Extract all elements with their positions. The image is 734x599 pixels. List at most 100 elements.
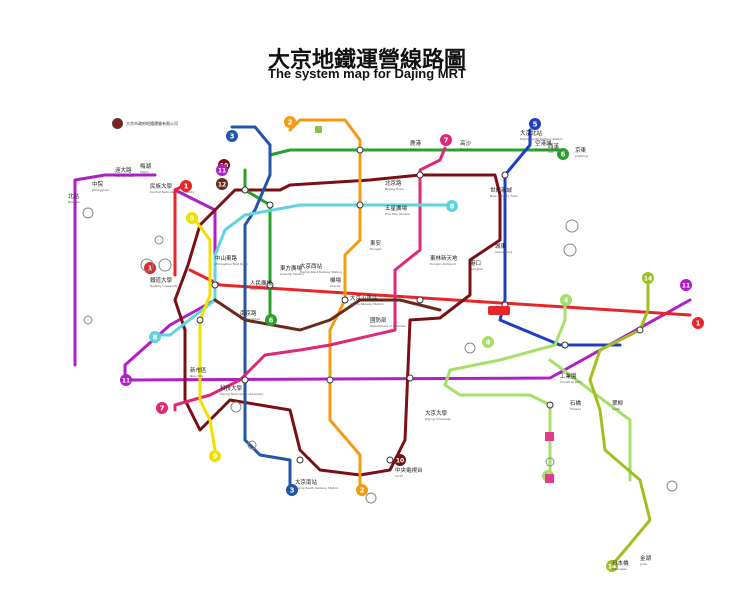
line-14-badge-number: 14 <box>644 276 652 283</box>
station-marker[interactable] <box>356 201 364 209</box>
station-marker[interactable] <box>266 281 274 289</box>
line-8-badge[interactable]: 8 <box>149 331 161 343</box>
line-3-badge[interactable]: 3 <box>226 130 238 142</box>
line-1-badge[interactable]: 1 <box>692 317 704 329</box>
line-1-badge[interactable]: 1 <box>180 180 192 192</box>
line-3-badge[interactable]: 3 <box>286 484 298 496</box>
line-9-badge[interactable]: 9 <box>186 212 198 224</box>
station-marker[interactable] <box>241 376 249 384</box>
station-marker[interactable] <box>341 296 349 304</box>
line-3-route <box>230 125 292 492</box>
station-marker[interactable] <box>561 341 569 349</box>
station-marker[interactable] <box>636 326 644 334</box>
line-5-badge[interactable]: 5 <box>529 118 541 130</box>
line-3-badge-number: 3 <box>290 487 295 495</box>
line-4-badge-number: 4 <box>564 297 569 305</box>
station-marker[interactable] <box>356 146 364 154</box>
line-10-badge[interactable]: 10 <box>394 454 406 466</box>
line-6-badge[interactable]: 6 <box>557 148 569 160</box>
line-12-badge[interactable]: 12 <box>216 178 228 190</box>
line-1-badge-number: 1 <box>696 320 701 328</box>
station-marker[interactable] <box>241 186 249 194</box>
station-marker[interactable] <box>416 296 424 304</box>
station-marker[interactable] <box>546 401 554 409</box>
station-marker[interactable] <box>386 456 394 464</box>
station-marker[interactable] <box>196 316 204 324</box>
station-marker[interactable] <box>326 376 334 384</box>
station-marker[interactable] <box>501 171 509 179</box>
line-11-badge[interactable]: 11 <box>120 374 132 386</box>
line-11-badge[interactable]: 11 <box>680 279 692 291</box>
railway-station-icon <box>545 457 555 467</box>
station-name-en: Dajing West Railway Station <box>300 270 342 274</box>
line-8-badge-number: 8 <box>153 334 158 342</box>
line-2-badge[interactable]: 2 <box>284 116 296 128</box>
line-4-badge[interactable]: 4 <box>560 294 572 306</box>
station-marker[interactable] <box>211 281 219 289</box>
line-7-badge[interactable]: 7 <box>156 402 168 414</box>
station-marker[interactable] <box>416 171 424 179</box>
line-9-badge[interactable]: 9 <box>209 450 221 462</box>
station-marker[interactable] <box>406 374 414 382</box>
line-4-badge[interactable]: 4 <box>482 336 494 348</box>
railway-station-icon <box>365 492 377 504</box>
station-name-en: Zhongyuan <box>92 188 109 192</box>
line-14-badge[interactable]: 14 <box>606 560 618 572</box>
station-name-zh: 東方廣場 <box>280 264 303 272</box>
station-marker[interactable] <box>266 201 274 209</box>
line-7-badge[interactable]: 7 <box>440 134 452 146</box>
station-name-zh: 大京南站 <box>295 478 318 486</box>
line-11-badge[interactable]: 11 <box>216 164 228 176</box>
line-1-badge[interactable]: 1 <box>144 262 156 274</box>
line-6-badge[interactable]: 6 <box>265 314 277 326</box>
station-marker[interactable] <box>296 456 304 464</box>
station-name-zh: 梅湖 <box>140 162 152 170</box>
line-2-badge-number: 2 <box>360 487 365 495</box>
line-2-badge[interactable]: 2 <box>356 484 368 496</box>
line-5-route <box>498 128 622 347</box>
line-8-badge[interactable]: 8 <box>446 200 458 212</box>
line-14-badge[interactable]: 14 <box>642 272 654 284</box>
station-name-zh: 遠大路 <box>115 166 132 174</box>
station-name-zh: 國防部 <box>370 316 387 324</box>
line-4-route <box>443 303 632 482</box>
station-name-zh: 空港城 <box>535 139 552 147</box>
